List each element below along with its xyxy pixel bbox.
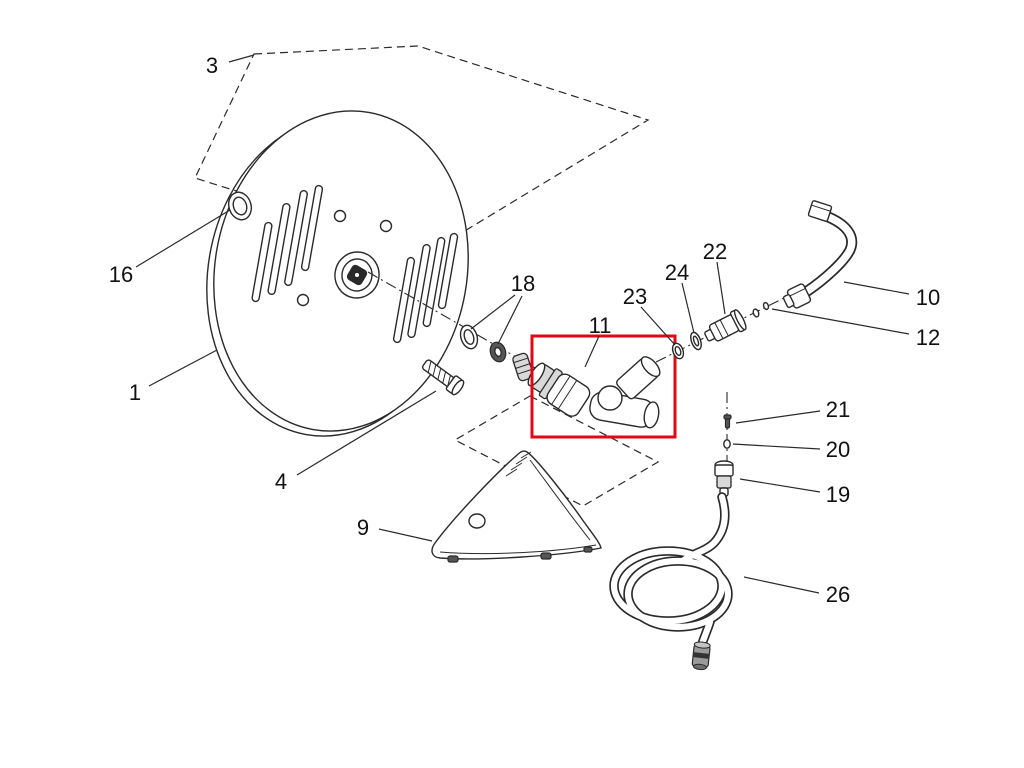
highlight-box-part-11 <box>530 334 677 439</box>
faceplate-slot <box>437 232 459 310</box>
callout-12: 12 <box>916 325 940 350</box>
callout-19: 19 <box>826 482 850 507</box>
callout-16: 16 <box>109 262 133 287</box>
callout-18: 18 <box>511 271 535 296</box>
callout-11: 11 <box>589 313 612 338</box>
valve-body-11 <box>527 356 661 429</box>
callout-22: 22 <box>703 239 727 264</box>
spring-18c <box>512 352 534 382</box>
pin-21 <box>723 414 732 429</box>
oring-16 <box>227 191 253 221</box>
washer-18a <box>459 324 479 350</box>
faceplate-hole <box>379 219 393 233</box>
callout-23: 23 <box>623 284 647 309</box>
callout-3: 3 <box>206 53 218 78</box>
handle-hole <box>468 513 486 529</box>
check-valve-19 <box>714 460 734 497</box>
callout-9: 9 <box>357 515 369 540</box>
handle-9 <box>431 450 602 563</box>
faceplate-slot <box>422 236 446 328</box>
hose-26 <box>609 492 733 671</box>
faceplate-hole <box>333 209 347 223</box>
callout-10: 10 <box>916 285 940 310</box>
mounting-plane-upper <box>194 45 650 253</box>
fitting-12-rings <box>752 301 770 318</box>
faceplate-slot <box>392 256 416 344</box>
callout-20: 20 <box>826 437 850 462</box>
faceplate-slot <box>300 184 324 272</box>
washer-18b <box>489 341 507 363</box>
supply-tube-10 <box>782 200 858 309</box>
faceplate-slot <box>251 221 273 303</box>
oring-23 <box>671 342 685 360</box>
callout-26: 26 <box>826 582 850 607</box>
screw-4 <box>421 359 465 396</box>
callout-4: 4 <box>275 469 287 494</box>
centerline-main <box>367 271 557 381</box>
washer-24 <box>690 331 702 351</box>
ball-20 <box>723 439 731 449</box>
faceplate-slot <box>407 243 431 339</box>
leader-lines <box>135 54 910 594</box>
faceplate-hole <box>296 293 310 307</box>
callout-24: 24 <box>665 260 689 285</box>
callout-21: 21 <box>826 397 850 422</box>
faceplate-slot <box>267 202 291 296</box>
callout-1: 1 <box>129 380 141 405</box>
faceplate-hub <box>334 251 380 299</box>
adapter-22 <box>704 309 747 342</box>
hose-connector <box>691 641 711 671</box>
mounting-plane-lower <box>453 395 660 507</box>
faceplate <box>206 110 469 437</box>
faceplate-slot <box>284 189 308 287</box>
